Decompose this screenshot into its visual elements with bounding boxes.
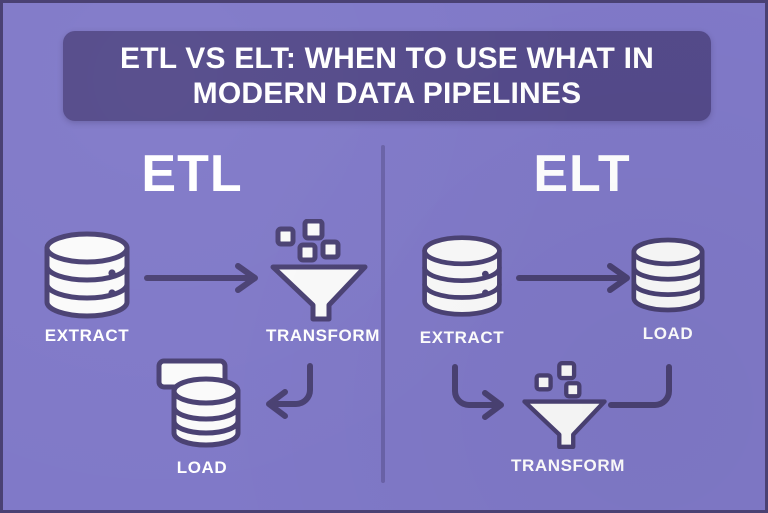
elt-arrow-extract-to-transform	[452, 364, 504, 420]
elt-step-extract[interactable]: EXTRACT	[417, 233, 507, 346]
elt-label-transform: TRANSFORM	[511, 456, 625, 475]
etl-arrow-transform-to-load	[266, 363, 313, 419]
funnel-icon	[270, 219, 368, 322]
etl-label-transform: TRANSFORM	[266, 326, 380, 345]
elt-label-extract: EXTRACT	[419, 328, 505, 347]
elt-arrow-extract-to-load	[516, 263, 630, 293]
database-indicator-dot	[108, 289, 116, 297]
etl-step-extract[interactable]: EXTRACT	[39, 229, 135, 344]
elt-step-load[interactable]: LOAD	[627, 235, 709, 342]
database-indicator-dot	[482, 270, 489, 278]
etl-label-load: LOAD	[176, 458, 228, 477]
page-title: ETL VS ELT: WHEN TO USE WHAT IN MODERN D…	[120, 41, 654, 110]
database-indicator-dot	[482, 289, 489, 297]
database-icon	[631, 237, 705, 313]
section-divider	[381, 145, 385, 483]
section-heading-elt: ELT	[533, 145, 631, 203]
etl-step-transform[interactable]: TRANSFORM	[266, 219, 379, 344]
funnel-icon	[522, 361, 607, 449]
database-icon	[422, 235, 502, 317]
etl-step-load[interactable]: LOAD	[153, 355, 251, 476]
database-indicator-dot	[108, 269, 116, 277]
etl-label-extract: EXTRACT	[44, 326, 130, 345]
elt-connector-transform-to-load	[608, 364, 672, 408]
etl-arrow-extract-to-transform	[144, 263, 258, 293]
data-warehouse-icon	[156, 358, 241, 448]
title-banner: ETL VS ELT: WHEN TO USE WHAT IN MODERN D…	[63, 31, 711, 121]
section-heading-etl: ETL	[141, 145, 243, 203]
elt-label-load: LOAD	[642, 324, 694, 343]
database-icon	[44, 231, 130, 319]
elt-step-transform[interactable]: TRANSFORM	[511, 359, 624, 474]
